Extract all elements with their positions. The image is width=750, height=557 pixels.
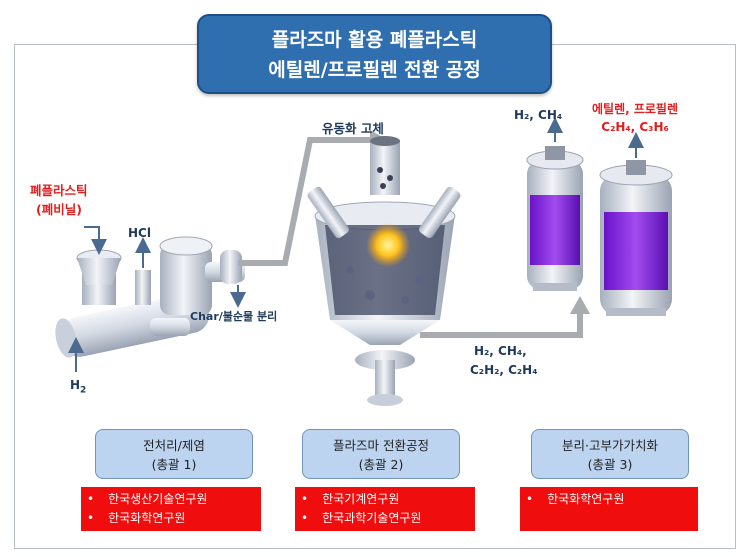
- stage-separation: 분리·고부가가치화 (총괄 3): [531, 429, 689, 479]
- char-separation-label: Char/불순물 분리: [190, 310, 278, 323]
- stage-pretreatment: 전처리/제염 (총괄 1): [95, 429, 253, 479]
- stage-plasma-conversion: 플라즈마 전환공정 (총괄 2): [302, 429, 460, 479]
- feed-arrow: [84, 226, 107, 255]
- fluidized-solid-label: 유동화 고체: [322, 121, 384, 136]
- org-item: 한국화학연구원: [526, 490, 692, 509]
- top-gas-label: H₂, CH₄: [514, 108, 563, 122]
- hcl-label: HCl: [128, 226, 151, 240]
- transfer-arrow-2: [420, 312, 583, 338]
- transfer-arrow-1: [238, 137, 372, 266]
- org-item: 한국화학연구원: [87, 509, 255, 528]
- feed-label: 폐플라스틱 (폐비닐): [30, 183, 88, 217]
- separation-column-2: [599, 160, 673, 316]
- orgs-separation: 한국화학연구원: [520, 487, 698, 531]
- orgs-plasma-conversion: 한국기계연구원 한국과학기술연구원: [295, 487, 475, 531]
- separation-column-1: [526, 146, 584, 291]
- plasma-reactor: [307, 136, 461, 406]
- diagram-title: 플라즈마 활용 폐플라스틱 에틸렌/프로필렌 전환 공정: [197, 14, 552, 94]
- title-line-2: 에틸렌/프로필렌 전환 공정: [268, 59, 481, 81]
- title-line-1: 플라즈마 활용 폐플라스틱: [271, 29, 478, 51]
- h2-in-label: H2: [70, 378, 87, 396]
- orgs-pretreatment: 한국생산기술연구원 한국화학연구원: [81, 487, 261, 531]
- org-item: 한국과학기술연구원: [301, 509, 469, 528]
- org-item: 한국생산기술연구원: [87, 490, 255, 509]
- mid-gas-label: H₂, CH₄, C₂H₂, C₂H₄: [470, 344, 538, 377]
- org-item: 한국기계연구원: [301, 490, 469, 509]
- product-label: 에틸렌, 프로필렌 C₂H₄, C₃H₆: [592, 102, 679, 134]
- pretreatment-unit: [55, 236, 245, 358]
